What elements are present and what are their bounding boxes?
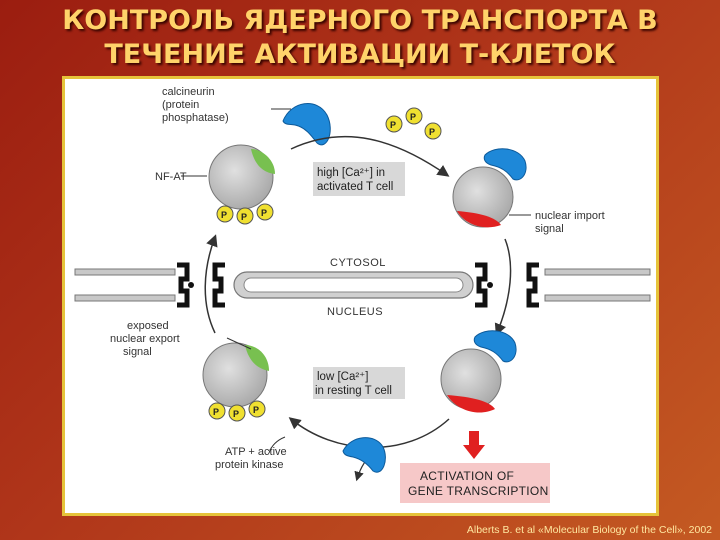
svg-text:P: P <box>253 405 259 415</box>
cytosol-label: CYTOSOL <box>330 257 386 269</box>
nfat-cytosol-phosphorylated: P P P <box>208 144 275 225</box>
svg-text:P: P <box>390 120 396 130</box>
nuclear-transport-diagram: CYTOSOL NUCLEUS calcineurin (protein pho… <box>74 86 651 503</box>
activation-label: ACTIVATION OF GENE TRANSCRIPTION <box>408 469 549 498</box>
slide-title-line-2: ТЕЧЕНИЕ АКТИВАЦИИ Т-КЛЕТОК <box>104 39 616 70</box>
nfat-calcineurin-complex-nucleus <box>440 330 517 413</box>
low-calcium-label: low [Ca²⁺] in resting T cell <box>315 371 392 397</box>
calcineurin-shape-bottom <box>342 437 386 473</box>
nfat-calcineurin-complex-cytosol <box>452 148 527 228</box>
svg-text:P: P <box>410 112 416 122</box>
import-arrow <box>494 238 512 336</box>
svg-text:P: P <box>429 127 435 137</box>
nfat-nucleus-phosphorylated: P P P <box>202 342 269 422</box>
svg-text:P: P <box>261 208 267 218</box>
nuclear-pore-right <box>475 262 539 308</box>
svg-text:P: P <box>221 210 227 220</box>
svg-text:P: P <box>241 212 247 222</box>
svg-text:P: P <box>213 407 219 417</box>
released-phosphates: P P P <box>385 107 442 140</box>
diagram-panel: CYTOSOL NUCLEUS calcineurin (protein pho… <box>62 76 659 516</box>
export-arrow <box>204 234 218 334</box>
nuclear-export-label: exposed nuclear export signal <box>110 320 183 358</box>
slide-title: КОНТРОЛЬ ЯДЕРНОГО ТРАНСПОРТА В ТЕЧЕНИЕ А… <box>0 4 720 72</box>
slide-title-line-1: КОНТРОЛЬ ЯДЕРНОГО ТРАНСПОРТА В <box>62 5 658 36</box>
atp-kinase-label: ATP + active protein kinase <box>215 446 290 471</box>
calcineurin-label: calcineurin (protein phosphatase) <box>162 86 229 124</box>
activation-arrow <box>463 431 485 459</box>
citation: Alberts B. et al «Molecular Biology of t… <box>466 524 712 536</box>
nuclear-import-label: nuclear import signal <box>535 210 608 235</box>
svg-text:P: P <box>233 409 239 419</box>
low-calcium-box <box>313 367 405 399</box>
nucleus-label: NUCLEUS <box>327 306 383 318</box>
nfat-label: NF-AT <box>155 171 187 183</box>
dephosphorylation-arrow <box>290 135 450 177</box>
nuclear-envelope <box>74 268 651 302</box>
high-calcium-label: high [Ca²⁺] in activated T cell <box>317 167 393 193</box>
calcineurin-shape-top <box>282 103 331 146</box>
nuclear-pore-left <box>177 262 225 308</box>
activation-box <box>400 463 550 503</box>
high-calcium-box <box>313 162 405 196</box>
